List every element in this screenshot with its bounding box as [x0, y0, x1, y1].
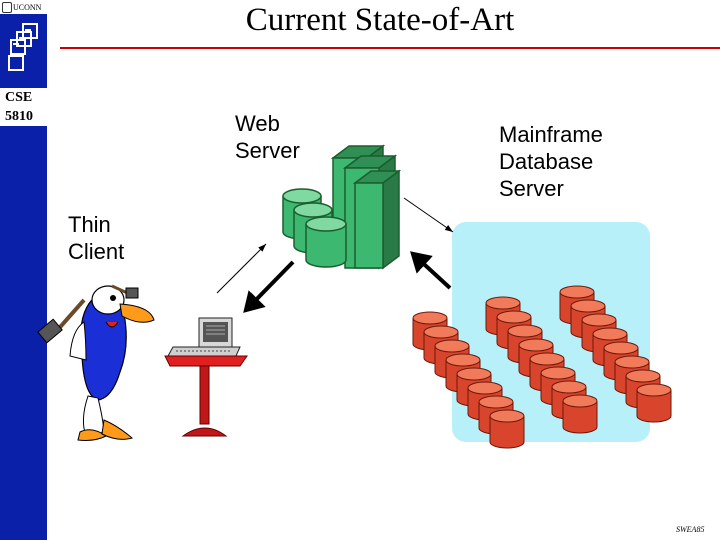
slide-title: Current State-of-Art: [245, 2, 515, 38]
database-cylinder-top: [625, 369, 661, 383]
footer-text: SWEA85: [676, 525, 705, 534]
thin-client-label: Thin Client: [68, 212, 125, 264]
course-code-line: 5810: [5, 109, 33, 124]
database-cylinder-top: [581, 313, 617, 327]
database-cylinder-top: [485, 296, 521, 310]
cse-logo-icon: [3, 18, 43, 76]
uconn-logo: UCONN: [0, 0, 47, 14]
database-cylinder-top: [496, 310, 532, 324]
database-cylinder: [636, 390, 672, 423]
database-cylinder-top: [540, 366, 576, 380]
logo-text: UCONN: [13, 2, 42, 12]
web-server-database-icon: [282, 188, 347, 268]
web-to-client-arrow: [243, 260, 295, 313]
database-cylinder-top: [434, 339, 470, 353]
database-cylinder-top: [592, 327, 628, 341]
database-cylinder-top: [489, 409, 525, 423]
database-cylinder-top: [518, 338, 554, 352]
web-server-label: Web Server: [235, 111, 300, 163]
database-cylinder-top: [559, 285, 595, 299]
database-cylinder-top: [445, 353, 481, 367]
database-cylinder-top: [562, 394, 598, 408]
mainframe-to-web-arrow: [410, 251, 452, 290]
database-cylinder-top: [570, 299, 606, 313]
database-cylinder-top: [636, 383, 672, 397]
database-cylinder-top: [456, 367, 492, 381]
database-cylinder-top: [507, 324, 543, 338]
mainframe-label: Mainframe Database Server: [499, 122, 603, 201]
database-cylinder-top: [412, 311, 448, 325]
computer-icon: [167, 317, 241, 357]
database-cylinder-top: [603, 341, 639, 355]
database-cylinder: [489, 416, 525, 449]
duck-user-icon: [37, 284, 155, 441]
database-cylinder-top: [529, 352, 565, 366]
database-cylinder-top: [478, 395, 514, 409]
title-divider: [60, 47, 720, 49]
database-cylinder-top: [467, 381, 503, 395]
course-code-line: CSE: [5, 90, 33, 105]
database-cylinder-top: [614, 355, 650, 369]
client-to-web-arrow: [216, 243, 267, 294]
database-cylinder-top: [551, 380, 587, 394]
database-cylinder-top: [423, 325, 459, 339]
desk-icon: [164, 355, 248, 437]
database-cylinder: [562, 401, 598, 434]
course-code: CSE 5810: [0, 88, 60, 126]
mainframe-database-icons: [412, 285, 672, 449]
web-to-mainframe-arrow: [403, 197, 454, 233]
seal-icon: [2, 1, 12, 13]
